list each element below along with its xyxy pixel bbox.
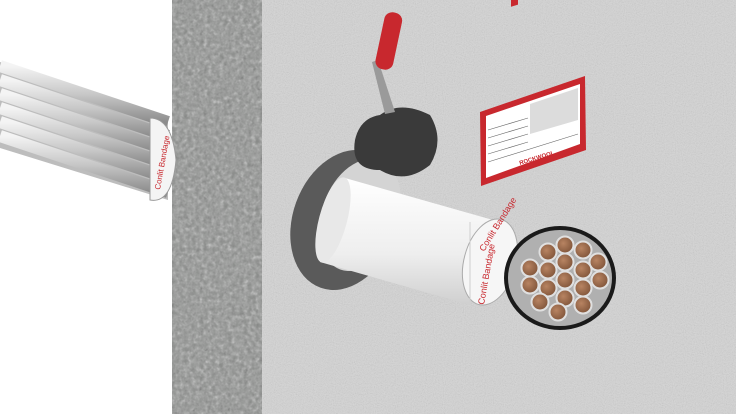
cable-end (573, 240, 593, 260)
cable-end (538, 278, 558, 298)
cable-end (520, 258, 540, 278)
cable-end (530, 292, 550, 312)
cable-end (588, 252, 608, 272)
cable-end (573, 278, 593, 298)
cable-end (590, 270, 610, 290)
identification-label: ROCKWOOL (480, 0, 586, 186)
cable-end (573, 260, 593, 280)
cable-end (555, 235, 575, 255)
bandage-sleeve: Conlit Bandage Conlit Bandage (315, 177, 518, 306)
cable-end (555, 270, 575, 290)
trowel-handle (375, 12, 403, 70)
cable-end (573, 295, 593, 315)
cable-bundle-left: Conlit Bandage (0, 60, 177, 201)
cable-end (538, 242, 558, 262)
cable-end (520, 275, 540, 295)
cable-bundle-right (504, 226, 616, 330)
cable-end (538, 260, 558, 280)
hand-with-trowel (354, 12, 438, 177)
cable-end (548, 302, 568, 322)
cable-end (555, 252, 575, 272)
cable-ends (520, 235, 610, 322)
